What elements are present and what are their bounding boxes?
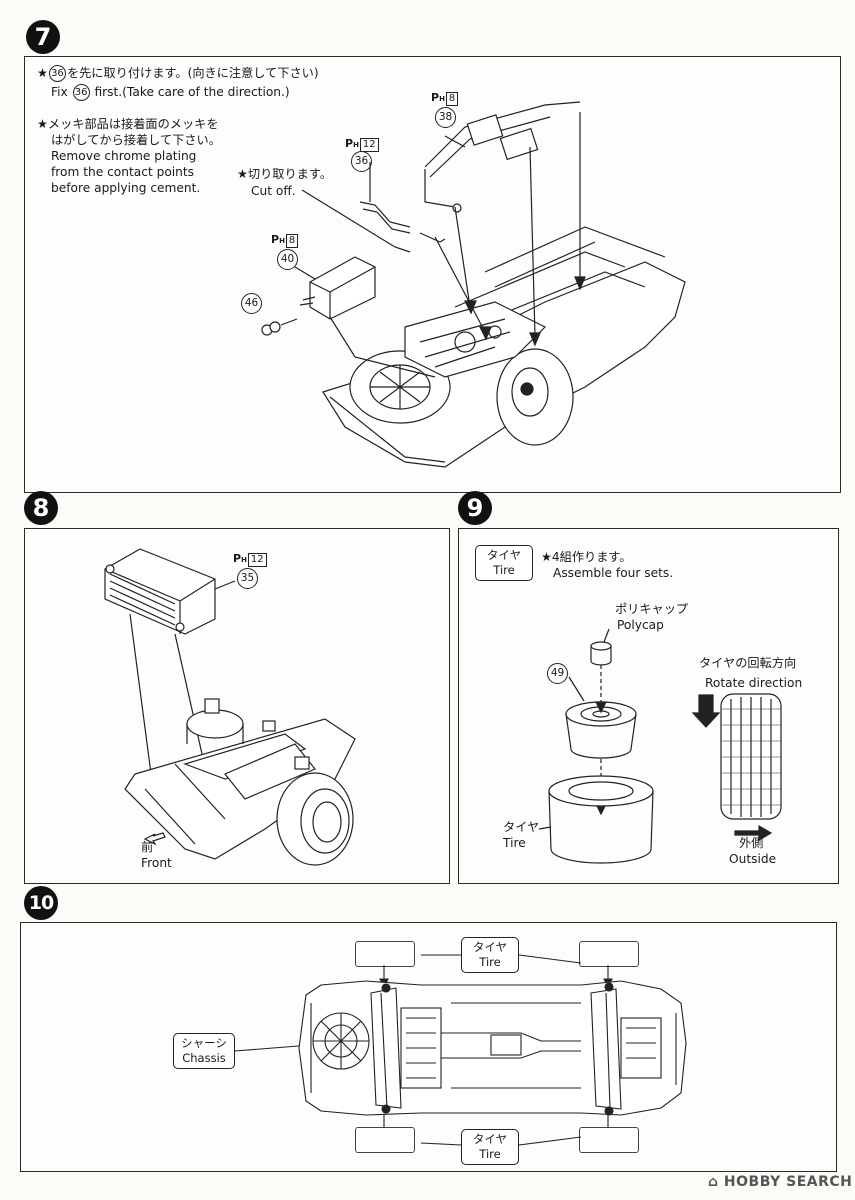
tire-top-en: Tire bbox=[479, 955, 501, 969]
tire-label-box: タイヤ Tire bbox=[475, 545, 533, 581]
tire-jp: タイヤ bbox=[503, 820, 540, 834]
part-number-38: 38 bbox=[435, 107, 456, 128]
tire-slot-rear-right bbox=[579, 1127, 639, 1153]
step-7-note-2-en-2: from the contact points bbox=[51, 165, 195, 179]
tire-bottom-label: タイヤ Tire bbox=[461, 1129, 519, 1165]
step-7-note-2-en-3: before applying cement. bbox=[51, 181, 201, 195]
step-7-note-2-jp-2: はがしてから接着して下さい。 bbox=[51, 133, 221, 147]
rotate-direction-jp: タイヤの回転方向 bbox=[699, 656, 797, 670]
assemble-note-en: Assemble four sets. bbox=[553, 566, 674, 580]
watermark: ⌂ HOBBY SEARCH bbox=[708, 1174, 852, 1190]
polycap-jp: ポリキャップ bbox=[615, 602, 689, 616]
part-number-40: 40 bbox=[277, 249, 298, 270]
watermark-text: HOBBY SEARCH bbox=[723, 1174, 853, 1190]
tire-label-jp: タイヤ bbox=[486, 548, 522, 562]
step-8-number: 8 bbox=[24, 491, 58, 525]
tire-label-en: Tire bbox=[493, 563, 515, 577]
tire-bottom-jp: タイヤ bbox=[472, 1132, 508, 1146]
step-9-illustration bbox=[538, 628, 782, 864]
polycap-en: Polycap bbox=[617, 618, 664, 632]
step-7-number: 7 bbox=[26, 20, 60, 54]
tire-slot-front-left bbox=[355, 941, 415, 967]
part-number-35: 35 bbox=[237, 568, 258, 589]
outside-en: Outside bbox=[729, 852, 777, 866]
tire-bottom-en: Tire bbox=[479, 1147, 501, 1161]
part-36-ref-en: 36 bbox=[72, 84, 90, 101]
note-1-en-a: Fix bbox=[51, 85, 68, 99]
rotate-direction-en: Rotate direction bbox=[705, 676, 803, 690]
tire-top-label: タイヤ Tire bbox=[461, 937, 519, 973]
part-number-46: 46 bbox=[241, 293, 262, 314]
part-number-49: 49 bbox=[547, 663, 568, 684]
assemble-note-jp: ★4組作ります。 bbox=[541, 550, 632, 564]
front-en: Front bbox=[141, 856, 172, 870]
note-1-en-b: first.(Take care of the direction.) bbox=[94, 85, 290, 99]
tire-slot-front-right bbox=[355, 1127, 415, 1153]
step-7-illustration bbox=[261, 101, 686, 468]
step-10-number: 10 bbox=[24, 886, 58, 920]
chassis-label: シャーシ Chassis bbox=[173, 1033, 235, 1069]
step-7-note-1-en: Fix 36 first.(Take care of the direction… bbox=[51, 84, 290, 101]
step-10-panel: タイヤ Tire タイヤ Tire シャーシ Chassis bbox=[20, 922, 837, 1172]
note-1-jp-text: を先に取り付けます。(向きに注意して下さい) bbox=[66, 66, 319, 80]
tire-top-jp: タイヤ bbox=[472, 940, 508, 954]
outside-jp: 外側 bbox=[739, 836, 764, 850]
cutoff-jp: ★切り取ります。 bbox=[237, 167, 333, 181]
tire-slot-rear-left bbox=[579, 941, 639, 967]
step-9-panel: タイヤ Tire ★4組作ります。 Assemble four sets. ポリ… bbox=[458, 528, 839, 884]
chassis-en: Chassis bbox=[182, 1051, 226, 1065]
step-9-number: 9 bbox=[458, 491, 492, 525]
front-jp: 前 bbox=[141, 840, 154, 854]
step-7-note-2-jp-1: ★メッキ部品は接着面のメッキを bbox=[37, 117, 219, 131]
tire-en: Tire bbox=[503, 836, 526, 850]
watermark-icon: ⌂ bbox=[708, 1174, 724, 1190]
step-10-illustration bbox=[234, 954, 687, 1146]
step-8-illustration bbox=[104, 548, 356, 866]
cutoff-en: Cut off. bbox=[251, 184, 296, 198]
part-36-ref: 36 bbox=[48, 65, 66, 82]
part-number-36: 36 bbox=[351, 151, 372, 172]
chassis-jp: シャーシ bbox=[181, 1036, 227, 1050]
step-7-note-2-en-1: Remove chrome plating bbox=[51, 149, 197, 163]
